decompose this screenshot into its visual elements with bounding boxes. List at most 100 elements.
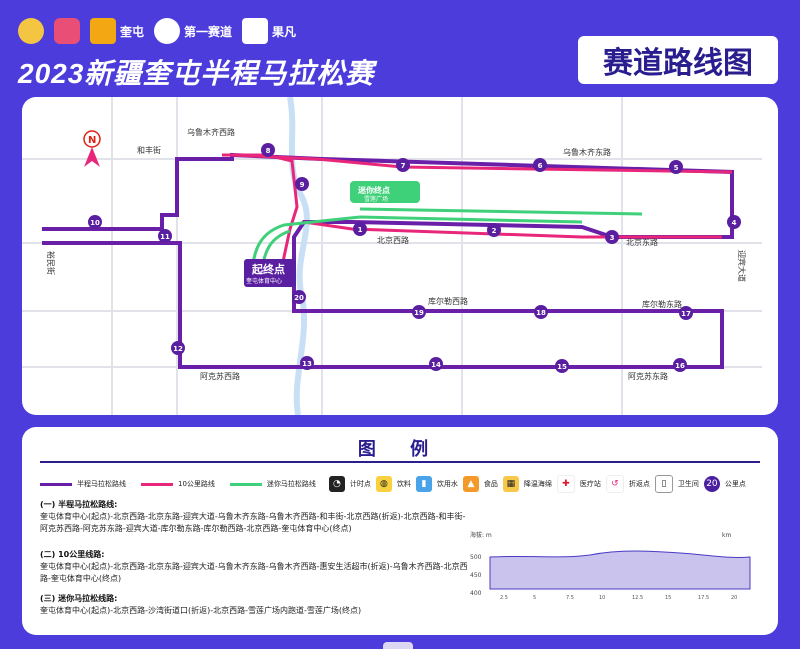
km-marker: 20 bbox=[292, 290, 306, 304]
km-marker-label: 6 bbox=[538, 162, 543, 170]
emblem-logo bbox=[18, 18, 44, 44]
km-marker: 13 bbox=[300, 356, 314, 370]
km-marker-label: 4 bbox=[732, 219, 737, 227]
gusto-logo: 第一赛道 bbox=[154, 18, 232, 44]
water-icon: ▮ bbox=[415, 476, 432, 492]
mini-finish-marker: 迷你终点 雪莲广场 bbox=[350, 181, 420, 203]
km-marker-circle bbox=[534, 305, 548, 319]
km-marker-circle bbox=[158, 229, 172, 243]
km-marker-label: 12 bbox=[173, 345, 183, 353]
road-label: 北京东路 bbox=[626, 237, 658, 247]
km-marker-circle bbox=[261, 143, 275, 157]
km-marker-label: 20 bbox=[294, 294, 304, 302]
km-marker: 10 bbox=[88, 215, 102, 229]
legend-title: 图 例 bbox=[357, 439, 443, 460]
route-description-half: (一) 半程马拉松路线: 奎屯体育中心(起点)-北京西路-北京东路-迎宾大道-乌… bbox=[40, 499, 470, 535]
km-marker-label: 5 bbox=[674, 164, 679, 172]
legend-panel: 图 例 半程马拉松路线 10公里路线 迷你马拉松路线 ◔ 计时点 ◍ 饮料 ▮ … bbox=[22, 427, 778, 635]
km-marker-circle bbox=[533, 158, 547, 172]
km-marker-label: 10 bbox=[90, 219, 100, 227]
km-marker-circle bbox=[300, 356, 314, 370]
elevation-xtick: 2.5 bbox=[500, 595, 508, 601]
road-label: 阿克苏西路 bbox=[200, 371, 240, 381]
elevation-xtick: 10 bbox=[599, 595, 605, 601]
km-marker: 18 bbox=[534, 305, 548, 319]
km-marker: 15 bbox=[555, 359, 569, 373]
km-marker: 8 bbox=[261, 143, 275, 157]
road-label: 乌鲁木齐东路 bbox=[563, 147, 611, 157]
legend-divider bbox=[40, 461, 760, 463]
legend-label: 迷你马拉松路线 bbox=[266, 480, 316, 488]
route-body: 奎屯体育中心(起点)-北京西路-北京东路-迎宾大道-乌鲁木齐东路-乌鲁木齐西路-… bbox=[40, 512, 466, 533]
route-description-10k: (二) 10公里线路: 奎屯体育中心(起点)-北京西路-北京东路-迎宾大道-乌鲁… bbox=[40, 549, 470, 585]
road-label: 裕民街 bbox=[46, 251, 56, 275]
road-label: 库尔勒东路 bbox=[642, 299, 682, 309]
km-marker: 6 bbox=[533, 158, 547, 172]
road-label: 乌鲁木齐西路 bbox=[187, 127, 235, 137]
km-marker-circle bbox=[171, 341, 185, 355]
mini-finish-sub: 雪莲广场 bbox=[364, 195, 388, 203]
km-marker-circle bbox=[429, 357, 443, 371]
ten-k-swatch bbox=[141, 482, 173, 486]
km-marker-circle bbox=[396, 158, 410, 172]
map-title: 赛道路线图 bbox=[578, 36, 778, 84]
legend-label: 计时点 bbox=[349, 480, 371, 488]
north-label: N bbox=[88, 135, 96, 146]
km-marker-label: 1 bbox=[358, 226, 363, 234]
km-marker: 12 bbox=[171, 341, 185, 355]
elevation-xtick: 7.5 bbox=[566, 595, 574, 601]
road-label: 和丰街 bbox=[137, 145, 161, 155]
mini-finish-label: 迷你终点 bbox=[357, 185, 390, 195]
elevation-xlabel: km bbox=[722, 532, 731, 539]
route-map-svg: 乌鲁木齐西路 乌鲁木齐东路 和丰街 北京西路 北京东路 库尔勒西路 库尔勒东路 … bbox=[22, 97, 762, 415]
elevation-xtick: 5 bbox=[533, 595, 536, 601]
medical-icon: ✚ bbox=[556, 475, 575, 493]
turn-icon: ↺ bbox=[605, 475, 624, 493]
km-marker-circle bbox=[353, 222, 367, 236]
km-marker: 14 bbox=[429, 357, 443, 371]
km-marker-circle bbox=[673, 358, 687, 372]
km-marker-circle bbox=[555, 359, 569, 373]
elevation-ytick: 400 bbox=[470, 590, 482, 597]
km-marker: 9 bbox=[295, 177, 309, 191]
km-marker-circle bbox=[605, 230, 619, 244]
km-marker-circle bbox=[487, 223, 501, 237]
km-marker-circle bbox=[295, 177, 309, 191]
north-arrow-icon: N bbox=[83, 130, 101, 167]
route-map: 乌鲁木齐西路 乌鲁木齐东路 和丰街 北京西路 北京东路 库尔勒西路 库尔勒东路 … bbox=[22, 97, 778, 415]
legend-label: 半程马拉松路线 bbox=[77, 480, 126, 488]
start-finish-marker: 起终点 奎屯体育中心 bbox=[244, 259, 296, 287]
start-label: 起终点 bbox=[251, 262, 285, 276]
legend-label: 降温海绵 bbox=[523, 480, 552, 488]
km-marker-label: 13 bbox=[302, 360, 312, 368]
km-marker-label: 15 bbox=[557, 363, 567, 371]
food-icon: ▲ bbox=[462, 476, 479, 492]
km-marker: 16 bbox=[673, 358, 687, 372]
elevation-xtick: 20 bbox=[731, 595, 737, 601]
elevation-ytick: 450 bbox=[470, 572, 482, 579]
legend-label: 卫生间 bbox=[677, 480, 699, 488]
half-route-swatch bbox=[40, 482, 72, 486]
km-marker-label: 7 bbox=[401, 162, 406, 170]
km-marker-label: 17 bbox=[681, 310, 691, 318]
drink-icon: ◍ bbox=[375, 476, 392, 492]
toilet-icon: ▯ bbox=[654, 475, 673, 493]
km-marker-circle bbox=[669, 160, 683, 174]
legend-label: 饮用水 bbox=[436, 480, 458, 488]
km-marker-circle bbox=[727, 215, 741, 229]
kuitun-logo: 奎屯 bbox=[90, 18, 144, 44]
elevation-xtick: 17.5 bbox=[698, 595, 709, 601]
sponsor-logos: 奎屯 第一赛道 果凡 bbox=[18, 18, 296, 44]
km-marker-label: 9 bbox=[300, 181, 305, 189]
legend-label: 公里点 bbox=[724, 480, 746, 488]
km-marker: 7 bbox=[396, 158, 410, 172]
km-marker: 3 bbox=[605, 230, 619, 244]
elevation-xtick: 15 bbox=[665, 595, 671, 601]
road-label: 迎宾大道 bbox=[737, 250, 747, 282]
road-label: 北京西路 bbox=[377, 235, 409, 245]
km-marker: 1 bbox=[353, 222, 367, 236]
start-sub: 奎屯体育中心 bbox=[246, 277, 282, 285]
km-marker-label: 3 bbox=[610, 234, 615, 242]
legend-label: 食品 bbox=[483, 480, 498, 488]
elevation-ylabel: 海拔: m bbox=[470, 531, 492, 539]
